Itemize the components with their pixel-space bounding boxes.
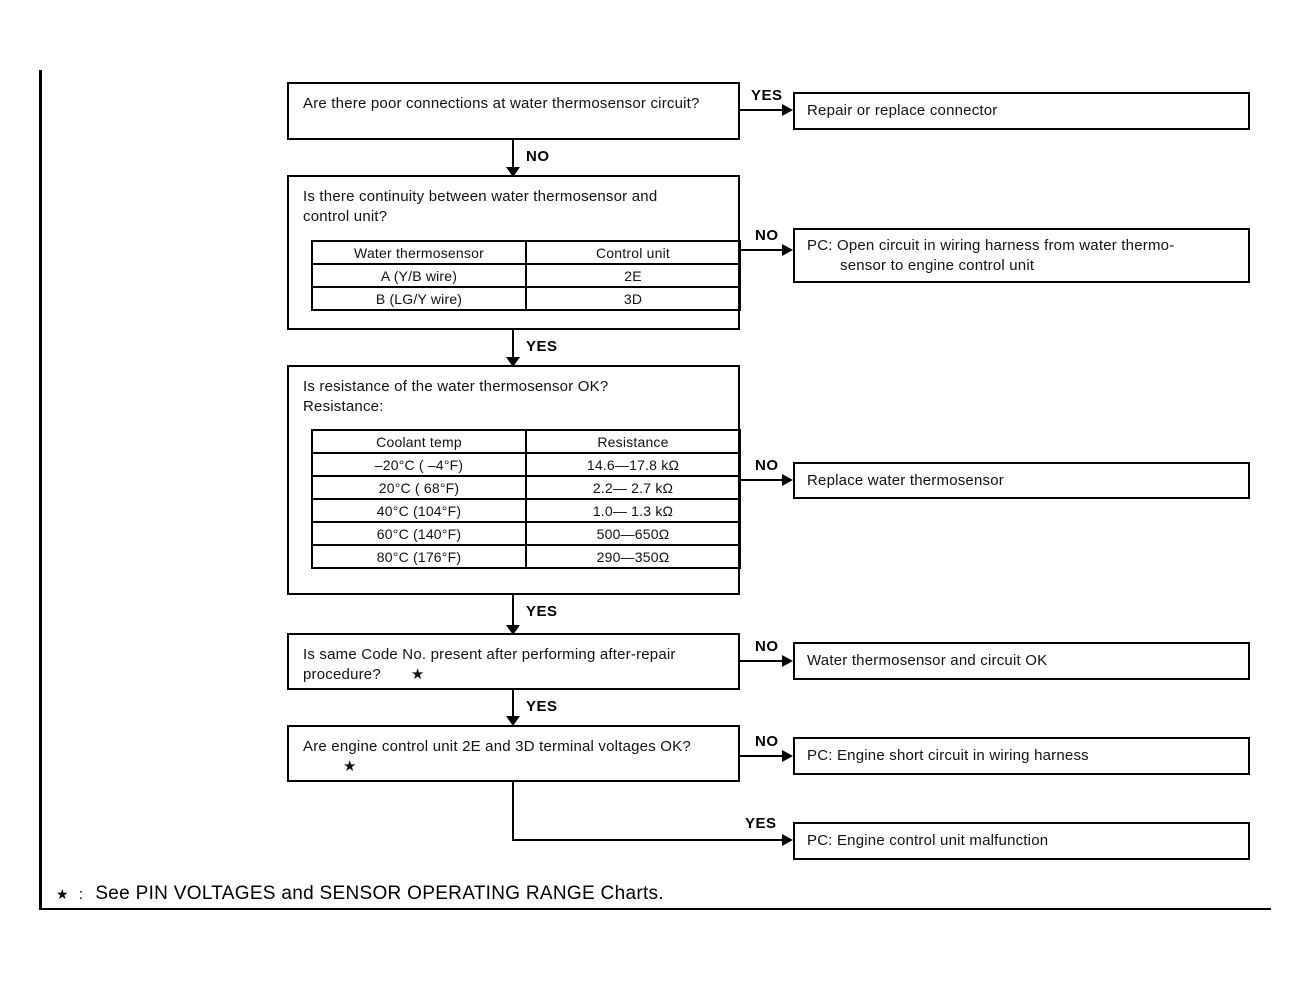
action-text: PC: Engine control unit malfunction — [807, 832, 1049, 849]
table-cell: 40°C (104°F) — [311, 498, 527, 523]
footnote: ★: See PIN VOLTAGES and SENSOR OPERATING … — [56, 883, 664, 905]
arrow-right-icon — [782, 655, 793, 667]
yes-label: YES — [745, 815, 777, 832]
star-icon: ★ — [410, 666, 425, 683]
bottom-rule — [39, 908, 1271, 910]
table-row: 80°C (176°F) 290—350Ω — [311, 544, 741, 569]
table-cell: 60°C (140°F) — [311, 521, 527, 546]
arrow-down-icon — [506, 625, 520, 635]
arrow-right-icon — [782, 750, 793, 762]
connector-line — [740, 249, 785, 251]
no-label: NO — [755, 457, 779, 474]
table-cell: 2E — [525, 263, 741, 288]
footnote-text: See PIN VOLTAGES and SENSOR OPERATING RA… — [95, 883, 664, 904]
arrow-down-icon — [506, 716, 520, 726]
connector-line — [512, 782, 514, 841]
no-label: NO — [755, 733, 779, 750]
action-box-replace-thermosensor: Replace water thermosensor — [793, 462, 1250, 499]
table-row: 40°C (104°F) 1.0— 1.3 kΩ — [311, 498, 741, 523]
action-text-line1: PC: Open circuit in wiring harness from … — [807, 236, 1175, 254]
question-subtext: Resistance: — [303, 398, 384, 415]
arrow-right-icon — [782, 474, 793, 486]
left-margin-rule — [39, 70, 42, 910]
star-icon: ★ — [343, 758, 357, 775]
no-label: NO — [526, 148, 550, 165]
arrow-right-icon — [782, 104, 793, 116]
table-cell: B (LG/Y wire) — [311, 286, 527, 311]
table-cell: 290—350Ω — [525, 544, 741, 569]
question-box-code-present: Is same Code No. present after performin… — [287, 633, 740, 690]
table-cell: A (Y/B wire) — [311, 263, 527, 288]
table-row: B (LG/Y wire) 3D — [311, 286, 741, 311]
star-icon: ★ — [56, 886, 69, 902]
question-box-terminal-voltages: Are engine control unit 2E and 3D termin… — [287, 725, 740, 782]
question-text: Is there continuity between water thermo… — [303, 188, 658, 225]
yes-label: YES — [526, 603, 558, 620]
footnote-separator: : — [78, 886, 84, 903]
resistance-table: Coolant temp Resistance –20°C ( –4°F) 14… — [311, 429, 741, 569]
action-text: Replace water thermosensor — [807, 471, 1004, 489]
table-cell: 3D — [525, 286, 741, 311]
table-cell: 80°C (176°F) — [311, 544, 527, 569]
table-cell: 20°C ( 68°F) — [311, 475, 527, 500]
question-text: Is resistance of the water thermosensor … — [303, 378, 609, 395]
arrow-right-icon — [782, 834, 793, 846]
connector-line — [740, 755, 785, 757]
arrow-down-icon — [506, 357, 520, 367]
action-text: Water thermosensor and circuit OK — [807, 652, 1048, 669]
action-box-open-circuit: PC: Open circuit in wiring harness from … — [793, 228, 1250, 283]
connector-line — [512, 140, 514, 170]
table-cell: 500—650Ω — [525, 521, 741, 546]
table-cell: 14.6—17.8 kΩ — [525, 452, 741, 477]
continuity-table: Water thermosensor Control unit A (Y/B w… — [311, 240, 741, 311]
yes-label: YES — [526, 698, 558, 715]
question-box-resistance: Is resistance of the water thermosensor … — [287, 365, 741, 595]
action-box-circuit-ok: Water thermosensor and circuit OK — [793, 642, 1250, 680]
action-text: Repair or replace connector — [807, 102, 998, 119]
table-row: 20°C ( 68°F) 2.2— 2.7 kΩ — [311, 475, 741, 500]
question-box-continuity: Is there continuity between water thermo… — [287, 175, 741, 330]
yes-label: YES — [751, 87, 783, 104]
table-cell: –20°C ( –4°F) — [311, 452, 527, 477]
action-text-line2: sensor to engine control unit — [840, 256, 1035, 274]
connector-line — [512, 690, 514, 719]
connector-line — [740, 479, 785, 481]
connector-line — [740, 660, 785, 662]
table-cell: 2.2— 2.7 kΩ — [525, 475, 741, 500]
action-text: PC: Engine short circuit in wiring harne… — [807, 747, 1089, 764]
connector-line — [512, 330, 514, 360]
question-text: Is same Code No. present after performin… — [303, 646, 676, 683]
arrow-right-icon — [782, 244, 793, 256]
table-cell: 1.0— 1.3 kΩ — [525, 498, 741, 523]
action-box-ecu-malfunction: PC: Engine control unit malfunction — [793, 822, 1250, 860]
table-header: Coolant temp — [311, 429, 527, 454]
action-box-short-circuit: PC: Engine short circuit in wiring harne… — [793, 737, 1250, 775]
yes-label: YES — [526, 338, 558, 355]
question-box-poor-connections: Are there poor connections at water ther… — [287, 82, 740, 140]
no-label: NO — [755, 638, 779, 655]
table-header: Control unit — [525, 240, 741, 265]
question-text: Are engine control unit 2E and 3D termin… — [303, 738, 691, 755]
table-row: –20°C ( –4°F) 14.6—17.8 kΩ — [311, 452, 741, 477]
connector-line — [512, 595, 514, 628]
table-row: A (Y/B wire) 2E — [311, 263, 741, 288]
no-label: NO — [755, 227, 779, 244]
question-text: Are there poor connections at water ther… — [303, 95, 700, 112]
connector-line — [740, 109, 785, 111]
table-row: 60°C (140°F) 500—650Ω — [311, 521, 741, 546]
table-header: Water thermosensor — [311, 240, 527, 265]
arrow-down-icon — [506, 167, 520, 177]
connector-line — [512, 839, 785, 841]
table-header: Resistance — [525, 429, 741, 454]
action-box-repair-connector: Repair or replace connector — [793, 92, 1250, 130]
